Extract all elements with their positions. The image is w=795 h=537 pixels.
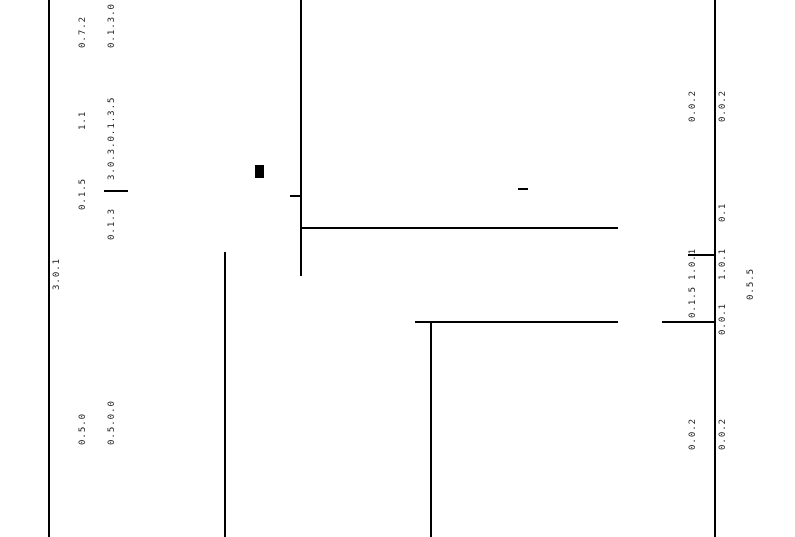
upper-horizontal-line — [300, 227, 618, 229]
left-label: 0.7.2 — [78, 15, 88, 48]
right-tick-line — [662, 321, 715, 323]
left-side-label: 3.0.1 — [52, 257, 62, 290]
right-label: 0.0.2 — [688, 89, 698, 122]
small-tick — [518, 188, 528, 190]
left-label: 0.1.3.0 — [107, 3, 117, 48]
small-tick — [290, 195, 300, 197]
right-label: 0.1 — [718, 202, 728, 222]
left-label: 3.0.3.0.1.3.5 — [107, 96, 117, 180]
left-label: 0.1.3 — [107, 207, 117, 240]
lower-right-vertical-line — [430, 321, 432, 537]
right-label: 0.1.5 — [688, 285, 698, 318]
right-label: 0.0.2 — [688, 417, 698, 450]
left-label: 0.5.0 — [78, 412, 88, 445]
upper-vertical-line — [300, 0, 302, 276]
left-label: 0.5.0.0 — [107, 400, 117, 445]
marker-square — [255, 165, 264, 178]
left-label: 0.1.5 — [78, 177, 88, 210]
left-border-line — [48, 0, 50, 537]
middle-horizontal-line — [415, 321, 618, 323]
right-label: 1.0.1 — [688, 247, 698, 280]
right-label: 0.0.2 — [718, 89, 728, 122]
left-label: 1.1 — [78, 110, 88, 130]
lower-left-vertical-line — [224, 252, 226, 537]
right-label: 0.0.1 — [718, 302, 728, 335]
right-label: 0.0.2 — [718, 417, 728, 450]
right-label: 1.0.1 — [718, 247, 728, 280]
right-separator-tick — [688, 254, 714, 256]
right-border-line — [714, 0, 716, 537]
right-side-label: 0.5.5 — [746, 267, 756, 300]
left-separator-tick — [104, 190, 128, 192]
